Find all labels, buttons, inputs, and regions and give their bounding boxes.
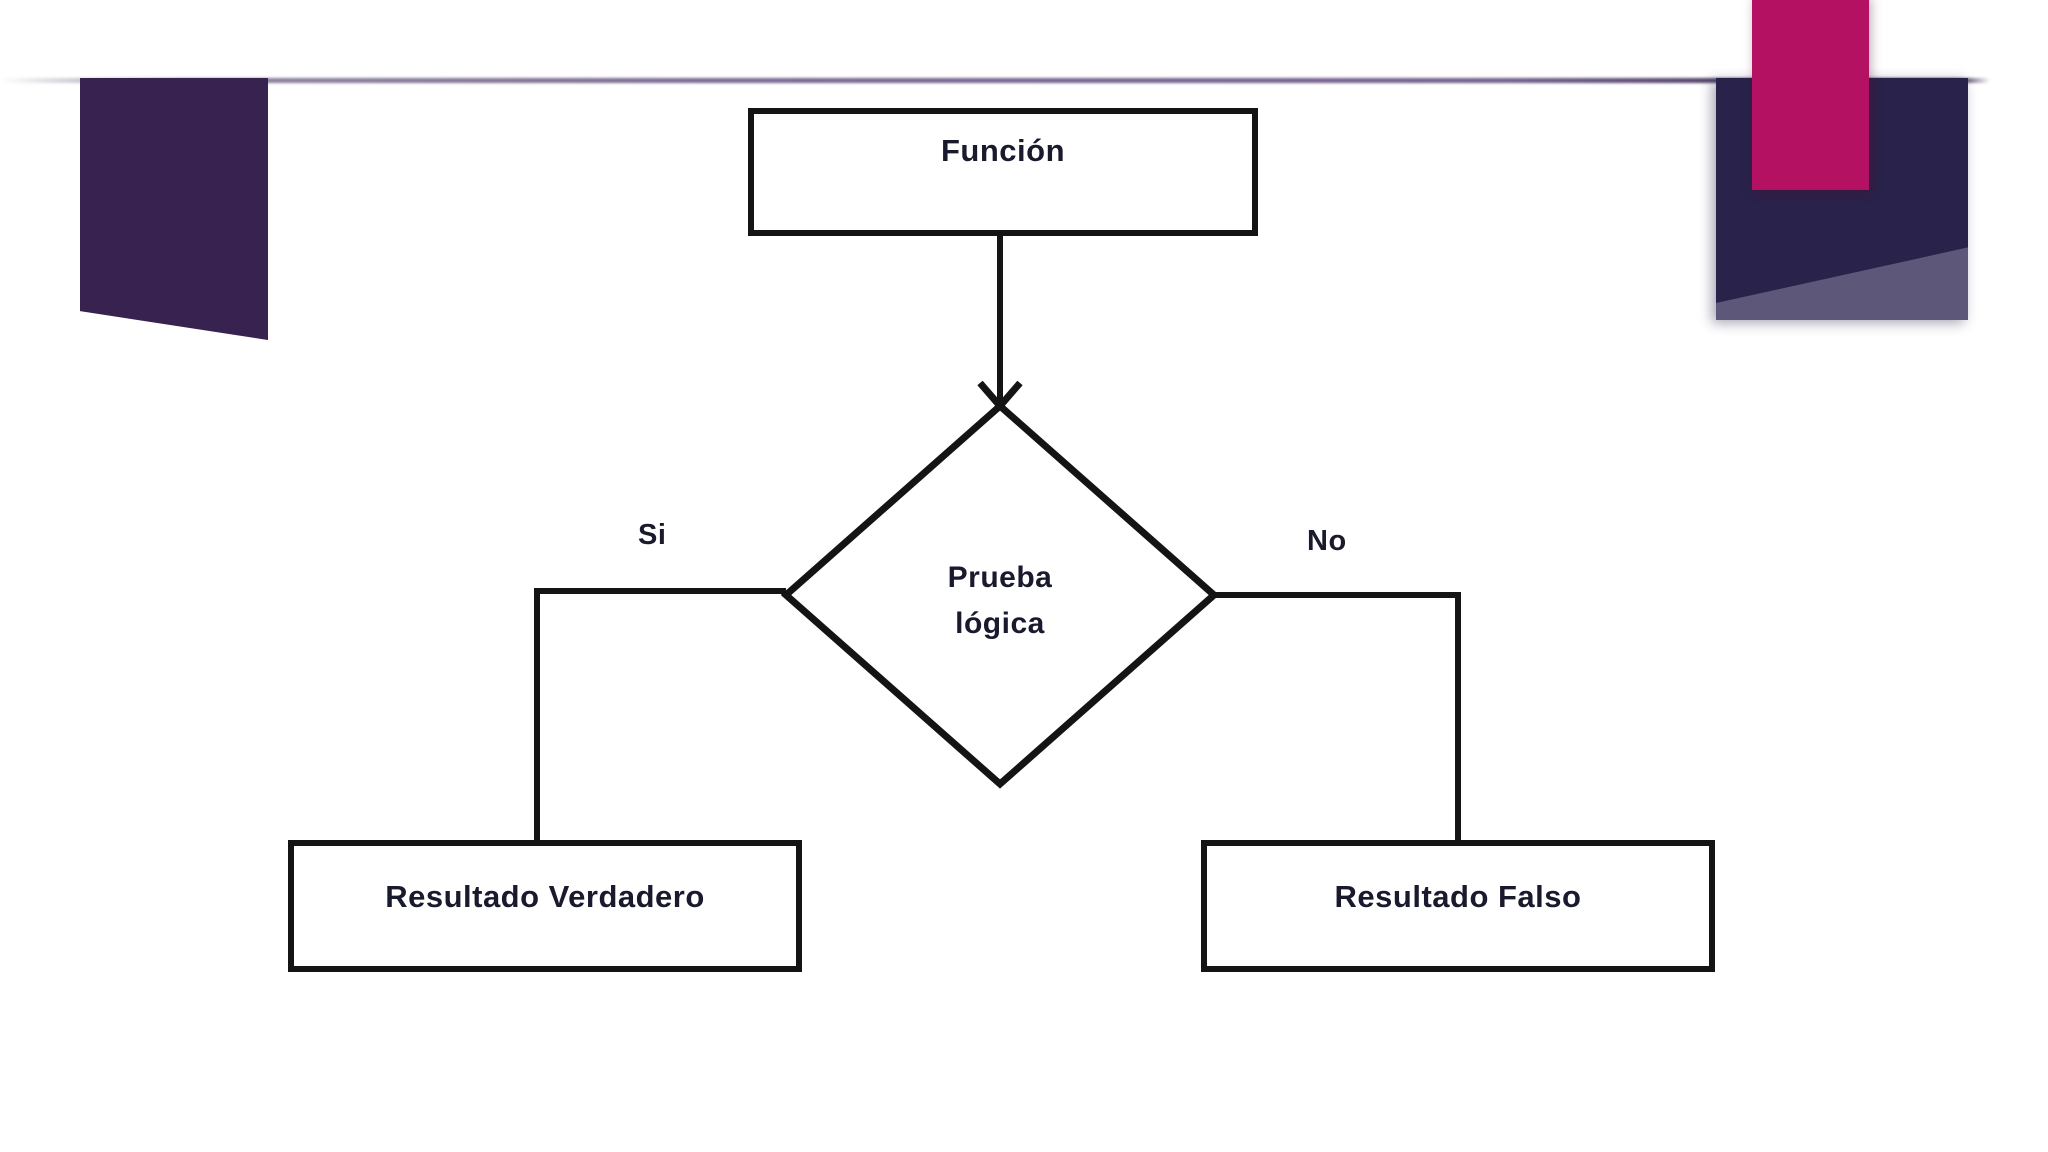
magenta-bar-decoration: [1752, 0, 1869, 190]
branch-label-no: No: [1307, 525, 1347, 557]
node-prueba-logica-label-line2: lógica: [955, 607, 1045, 640]
node-resultado-falso-label: Resultado Falso: [1334, 879, 1582, 914]
node-funcion: Función: [748, 108, 1258, 236]
branch-label-si: Si: [638, 519, 667, 551]
node-resultado-falso: Resultado Falso: [1201, 840, 1715, 972]
left-purple-block-decoration: [80, 78, 268, 340]
node-prueba-logica-diamond: [780, 401, 1220, 789]
node-prueba-logica-label-line1: Prueba: [947, 560, 1053, 594]
node-prueba-logica: Prueba lógica: [786, 406, 1214, 784]
node-prueba-logica-label: Prueba lógica: [786, 406, 1214, 784]
node-resultado-verdadero: Resultado Verdadero: [288, 840, 802, 972]
node-funcion-label: Función: [940, 133, 1066, 168]
node-resultado-verdadero-label: Resultado Verdadero: [385, 879, 705, 914]
edge-prueba-to-falso: [1214, 592, 1461, 840]
header-accent-strip: [0, 78, 2048, 83]
edge-prueba-to-verdadero: [534, 588, 786, 840]
